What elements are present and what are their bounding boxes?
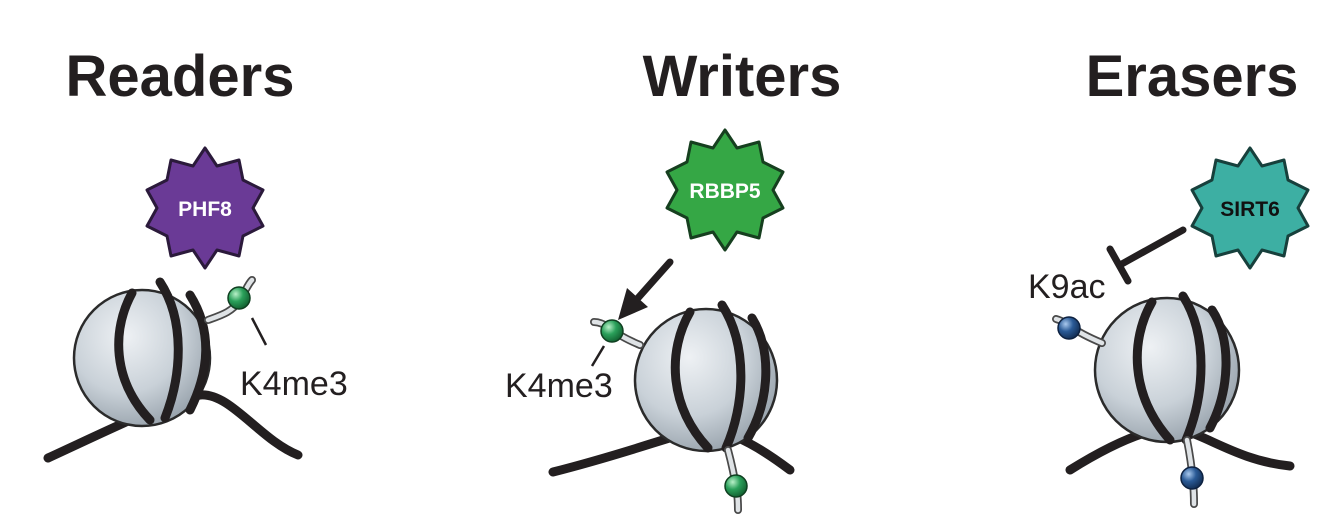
dna-wrap-3 [743,313,771,443]
enzyme-sirt6: SIRT6 [1190,146,1310,270]
panel-title-erasers: Erasers [1086,44,1299,109]
mark-label-erasers: K9ac [1028,268,1106,306]
panel-title-readers: Readers [66,44,295,109]
enzyme-label-rbbp5: RBBP5 [689,180,761,203]
writer-arrow-icon [618,258,674,320]
mark-label-writers: K4me3 [505,367,613,405]
enzyme-phf8: PHF8 [145,146,265,270]
mark-leader-line [590,345,606,367]
dna-wrap-3 [185,290,211,415]
panel-writers: Writers RBBP5 K4me3 [505,44,842,514]
gear-shape-enzyme-icon [145,146,265,270]
dna-wrap-1 [114,288,155,425]
dna-wrap-2 [1178,291,1206,445]
enzyme-label-sirt6: SIRT6 [1220,198,1280,221]
acetyl-mark-bead [1057,316,1081,340]
methyl-mark-bead [600,319,624,343]
dna-wrap-2 [717,300,746,453]
acetyl-mark-bead-lower [1180,466,1204,490]
methyl-mark-bead [227,286,251,310]
nucleosome-erasers [1052,291,1295,508]
inhibition-bar-icon [1106,226,1187,285]
dna-wrap-1 [670,307,713,453]
enzyme-label-phf8: PHF8 [178,198,232,221]
dna-wrap-2 [155,277,183,423]
enzyme-rbbp5: RBBP5 [665,128,785,252]
nucleosome-readers [43,276,303,463]
methyl-mark-bead-lower [724,474,748,498]
gear-shape-enzyme-icon [665,128,785,252]
mark-leader-line [250,317,268,346]
panel-readers: Readers K4me3 PHF8 [43,44,348,463]
dna-wrap-3 [1205,305,1231,433]
mark-label-readers: K4me3 [240,365,348,403]
panel-title-writers: Writers [643,44,842,109]
panel-erasers: Erasers SIRT6 K9ac [1028,44,1310,508]
dna-wrap-1 [1132,297,1175,445]
gear-shape-enzyme-icon [1190,146,1310,270]
nucleosome-writers [548,300,795,514]
